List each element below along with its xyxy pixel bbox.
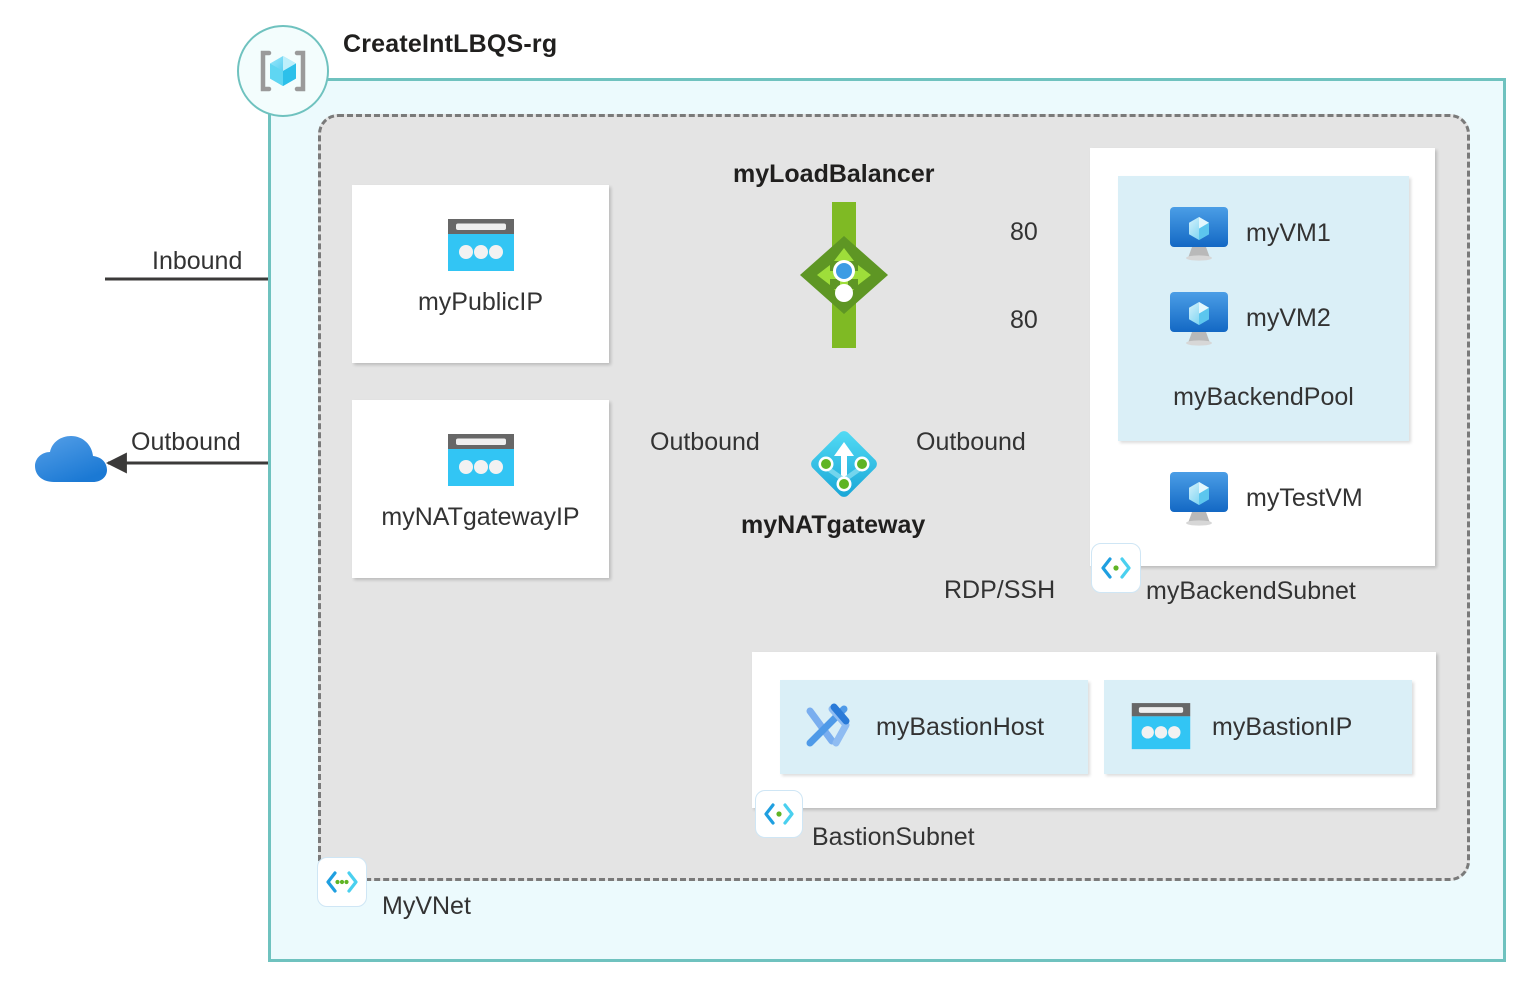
vnet-label: MyVNet (382, 892, 471, 920)
flow-label-inbound: Inbound (152, 247, 243, 275)
vm-row-myvm1[interactable]: myVM1 (1168, 205, 1331, 261)
vm-row-mytestvm[interactable]: myTestVM (1168, 470, 1363, 526)
vm-label: myTestVM (1246, 483, 1363, 512)
load-balancer-icon (800, 200, 888, 350)
nat-gateway-icon (805, 425, 883, 503)
bastion-subnet-label: BastionSubnet (812, 823, 975, 851)
port-label-vm2: 80 (1010, 306, 1038, 334)
flow-label-outbound-internet: Outbound (131, 428, 241, 456)
bastion-host-tile[interactable]: myBastionHost (780, 680, 1088, 774)
backend-pool-box (1118, 176, 1409, 441)
virtual-machine-icon (1168, 205, 1230, 261)
vnet-icon (317, 857, 367, 907)
public-ip-label: myNATgatewayIP (381, 503, 580, 531)
load-balancer-label: myLoadBalancer (733, 160, 935, 188)
bastion-icon (802, 699, 858, 755)
subnet-icon (755, 790, 803, 838)
public-ip-card-mypublicip[interactable]: myPublicIP (352, 185, 609, 363)
bastion-ip-tile[interactable]: myBastionIP (1104, 680, 1412, 774)
public-ip-icon (446, 217, 516, 275)
subnet-icon (1091, 543, 1141, 593)
flow-label-outbound-nat-to-ip: Outbound (650, 428, 760, 456)
nat-gateway-label: myNATgateway (741, 511, 926, 539)
public-ip-label: myPublicIP (417, 288, 544, 316)
resource-group-title: CreateIntLBQS-rg (343, 30, 558, 58)
port-label-vm1: 80 (1010, 218, 1038, 246)
flow-label-outbound-backend-to-nat: Outbound (916, 428, 1026, 456)
vm-label: myVM1 (1246, 218, 1331, 247)
bastion-host-label: myBastionHost (876, 712, 1045, 741)
public-ip-card-mynatgatewayip[interactable]: myNATgatewayIP (352, 400, 609, 578)
flow-label-rdp-ssh: RDP/SSH (944, 576, 1056, 604)
virtual-machine-icon (1168, 290, 1230, 346)
virtual-machine-icon (1168, 470, 1230, 526)
public-ip-icon (1130, 701, 1192, 753)
backend-pool-label: myBackendPool (1173, 383, 1354, 411)
cloud-icon (32, 432, 110, 488)
backend-subnet-label: myBackendSubnet (1146, 577, 1356, 605)
resource-group-icon (237, 25, 329, 117)
vm-label: myVM2 (1246, 303, 1331, 332)
bastion-ip-label: myBastionIP (1212, 712, 1353, 741)
vm-row-myvm2[interactable]: myVM2 (1168, 290, 1331, 346)
public-ip-icon (446, 432, 516, 490)
